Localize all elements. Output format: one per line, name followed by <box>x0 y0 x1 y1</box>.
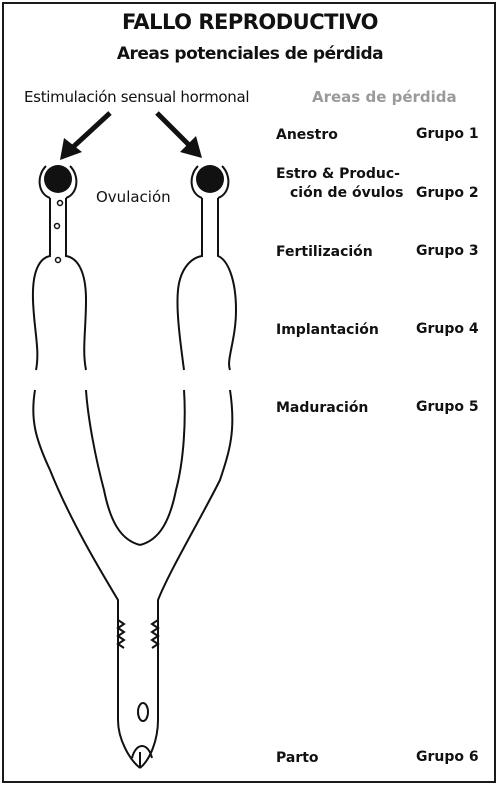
group-4: Grupo 4 <box>416 321 479 337</box>
group-6: Grupo 6 <box>416 749 479 765</box>
hormone-arrow-left <box>60 111 112 160</box>
hormone-arrow-right <box>155 111 202 158</box>
group-1: Grupo 1 <box>416 126 479 142</box>
stage-estro-line1: Estro & Produc- <box>276 166 400 182</box>
stage-parto: Parto <box>276 750 319 766</box>
stage-fertilizacion: Fertilización <box>276 244 373 260</box>
group-3: Grupo 3 <box>416 243 479 259</box>
ovulation-label: Ovulación <box>96 188 171 206</box>
ovary-right <box>190 165 230 199</box>
stage-estro-line2: ción de óvulos <box>290 185 404 201</box>
figure-subtitle: Areas potenciales de pérdida <box>116 44 384 64</box>
stage-anestro: Anestro <box>276 127 338 143</box>
group-5: Grupo 5 <box>416 399 479 415</box>
stage-implantacion: Implantación <box>276 322 379 338</box>
areas-heading: Areas de pérdida <box>312 88 457 106</box>
figure-title: FALLO REPRODUCTIVO <box>121 10 379 34</box>
stimulus-label: Estimulación sensual hormonal <box>24 88 250 106</box>
ovary-left <box>38 165 78 199</box>
stage-maduracion: Maduración <box>276 400 369 416</box>
ova <box>53 199 64 264</box>
uterus-outline <box>31 198 238 769</box>
group-2: Grupo 2 <box>416 185 479 201</box>
